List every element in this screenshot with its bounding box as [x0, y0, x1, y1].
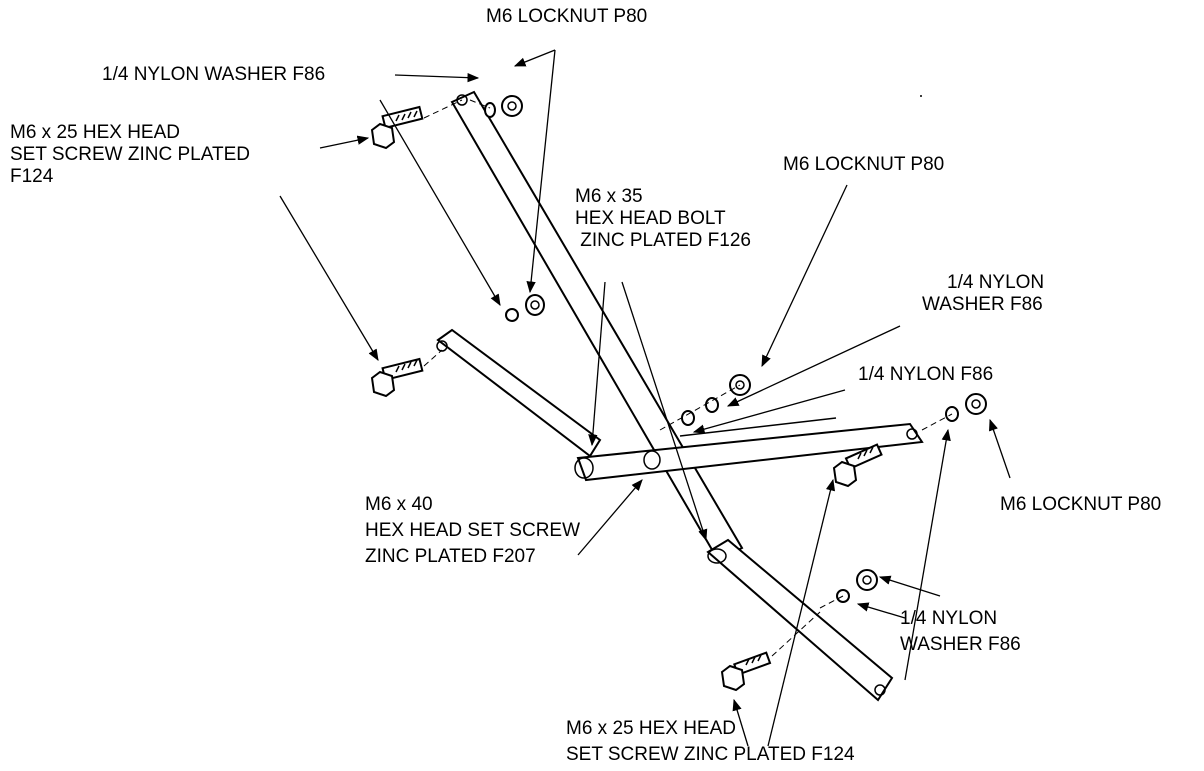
label-locknut-right: M6 LOCKNUT P80: [1000, 494, 1162, 515]
washer-mid-left-icon: [505, 308, 519, 322]
leader-lines: [279, 49, 1011, 747]
locknut-top-icon: [501, 95, 523, 117]
screw-bottom-icon: [720, 651, 772, 692]
label-locknut-mid: M6 LOCKNUT P80: [783, 154, 945, 175]
cross-bar: [574, 417, 924, 482]
upper-left-bar: [436, 328, 602, 458]
washer-mid-right-icon: [705, 397, 719, 413]
screw-top-left-icon: [370, 105, 424, 150]
label-washer-top: 1/4 NYLON WASHER F86: [102, 64, 326, 85]
label-nylon-f86: 1/4 NYLON F86: [858, 364, 994, 385]
screw-lower-left-icon: [370, 357, 424, 398]
label-screw-mid: M6 x 40 HEX HEAD SET SCREW ZINC PLATED F…: [365, 494, 581, 567]
label-washer-lower: 1/4 NYLON WASHER F86: [900, 608, 1021, 655]
label-locknut-top: M6 LOCKNUT P80: [486, 6, 648, 27]
label-screw-bottom: M6 x 25 HEX HEAD SET SCREW ZINC PLATED F…: [566, 718, 855, 765]
locknut-right-icon: [965, 393, 987, 415]
locknut-mid-left-icon: [525, 294, 545, 316]
label-screw-left: M6 x 25 HEX HEAD SET SCREW ZINC PLATED F…: [10, 122, 250, 187]
washer-top-icon: [484, 102, 496, 118]
label-washer-right: 1/4 NYLON WASHER F86: [922, 272, 1045, 315]
long-diagonal-bar: [450, 90, 894, 702]
screw-mid-right-icon: [832, 443, 883, 488]
locknut-lower-icon: [856, 569, 878, 591]
washer-mid-right-2-icon: [681, 410, 695, 426]
label-bolt-mid: M6 x 35 HEX HEAD BOLT ZINC PLATED F126: [575, 186, 751, 251]
